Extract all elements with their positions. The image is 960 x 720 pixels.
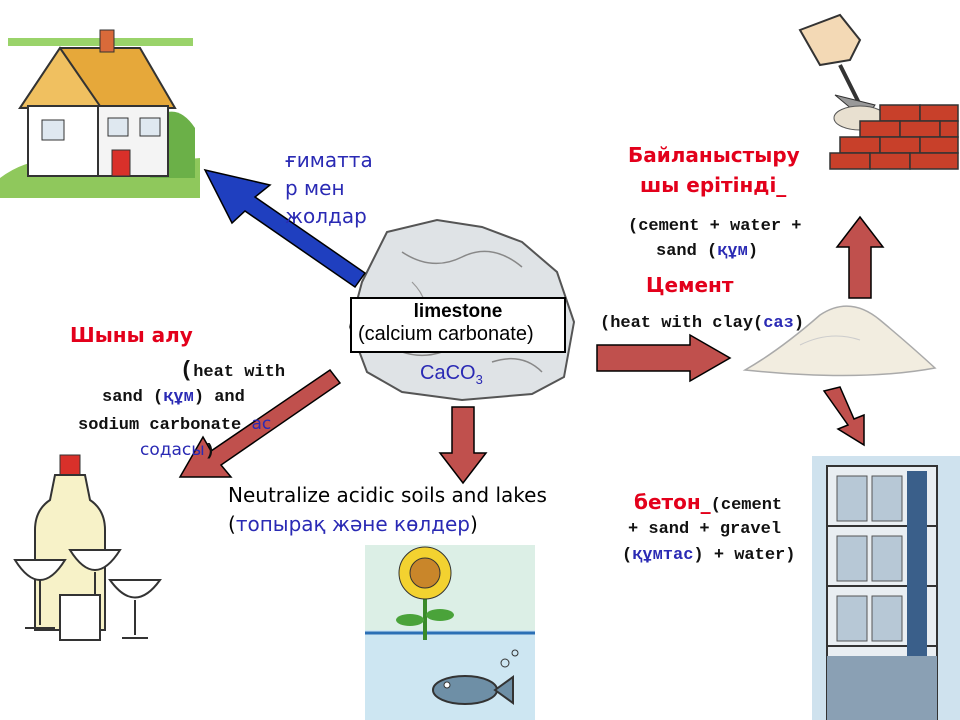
buildings-line-1: ғиматта: [285, 148, 373, 172]
glass-line-1: (heat with: [180, 358, 285, 383]
arrow-to-concrete: [822, 386, 865, 447]
concrete-water: ) + water): [693, 546, 796, 565]
glass-as: ас: [251, 414, 272, 434]
glass-line-4: содасы): [140, 440, 215, 461]
glass-title: Шыны алу: [70, 323, 193, 347]
cement-close-paren: ): [793, 314, 805, 333]
calcium-carbonate-label: (calcium carbonate): [358, 323, 534, 345]
concrete-cement: (cement: [710, 496, 783, 515]
bricklaying-icon: [798, 13, 959, 170]
glass-and: ) and: [193, 388, 245, 407]
glass-sand-kz: құм: [163, 388, 194, 407]
neutralize-line-2: (топырақ және көлдер): [228, 512, 478, 536]
mortar-title-2: шы ерітінді_: [640, 173, 787, 197]
glass-heat-with: heat with: [193, 363, 286, 382]
mortar-line-1: (cement + water +: [628, 217, 802, 236]
mortar-title-1: Байланыстыру: [628, 143, 800, 167]
glassware-icon: [13, 454, 162, 641]
concrete-line-1: бетон_(cement: [634, 490, 782, 515]
arrow-to-buildings: [203, 168, 367, 289]
cement-pile-icon: [742, 305, 937, 377]
buildings-line-2: р мен: [285, 176, 345, 200]
building-icon: [812, 456, 960, 720]
cement-heat-with-clay: (heat with clay(: [600, 314, 764, 333]
flower-fish-icon: [365, 545, 535, 720]
formula-subscript: 3: [475, 372, 483, 387]
mortar-close-paren: ): [747, 242, 759, 261]
concrete-kumtas: құмтас: [632, 546, 694, 565]
neutralize-line-1: Neutralize acidic soils and lakes: [228, 483, 547, 507]
cement-title: Цемент: [646, 273, 734, 297]
glass-sand: sand (: [102, 388, 164, 407]
arrow-to-glass: [178, 368, 342, 478]
cement-saz: саз: [763, 314, 794, 333]
concrete-line-2: + sand + gravel: [628, 520, 782, 539]
concrete-title: бетон_: [634, 490, 711, 514]
glass-line-3: sodium carbonate ас: [78, 414, 271, 435]
neutralize-close-paren: ): [469, 512, 478, 536]
neutralize-open-paren: (: [228, 512, 236, 536]
glass-sodium-carbonate: sodium carbonate: [78, 416, 252, 435]
formula-label: CaCO3: [420, 362, 483, 387]
mortar-line-2: sand (құм): [656, 242, 758, 261]
buildings-line-3: жолдар: [285, 204, 367, 228]
concrete-open-paren: (: [622, 546, 633, 565]
concrete-line-3: (құмтас) + water): [622, 546, 795, 565]
mortar-sand-kz: құм: [717, 242, 748, 261]
limestone-label: limestone: [413, 301, 503, 322]
arrow-to-cement: [596, 333, 732, 383]
formula-base: CaCO: [420, 362, 476, 384]
limestone-label-box: limestone (calcium carbonate): [350, 297, 566, 353]
glass-line-2: sand (құм) and: [102, 388, 245, 407]
neutralize-kz: топырақ және көлдер: [235, 512, 470, 536]
mortar-sand: sand (: [656, 242, 718, 261]
house-icon: [0, 29, 200, 198]
cement-line-1: (heat with clay(саз): [600, 314, 804, 333]
glass-close-paren: ): [204, 442, 215, 461]
arrow-to-mortar: [835, 215, 885, 299]
glass-paren: (: [180, 358, 194, 383]
arrow-to-soil: [438, 406, 488, 485]
glass-sodasy: содасы: [140, 440, 205, 460]
